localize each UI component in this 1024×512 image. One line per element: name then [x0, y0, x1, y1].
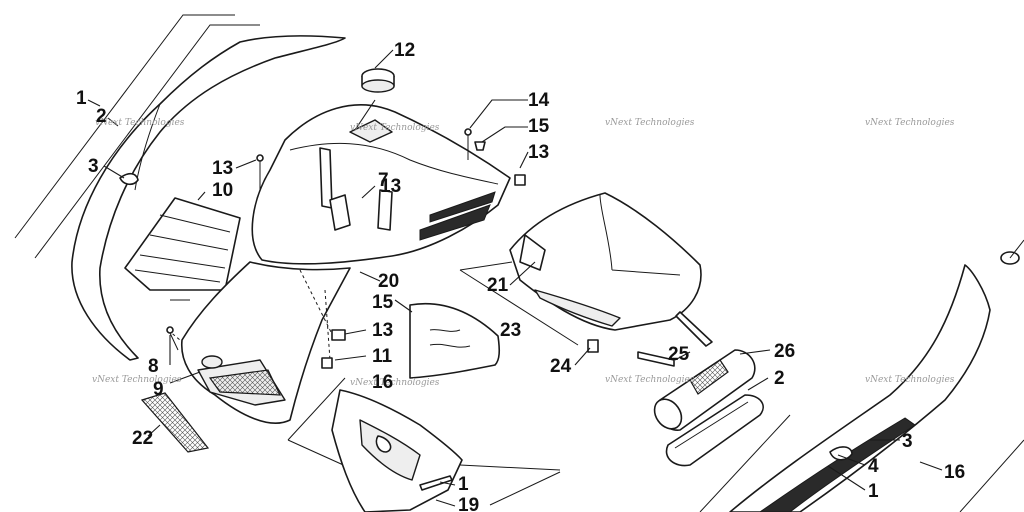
watermark-text: vNext Technologies: [350, 378, 440, 388]
callout-label: 1: [868, 481, 879, 502]
callout-label: 13: [380, 176, 401, 197]
console-tray-part: [509, 192, 702, 331]
callout-label: 12: [394, 40, 415, 61]
callout-label: 8: [148, 356, 159, 377]
fasteners: [166, 128, 599, 491]
callout-label: 15: [528, 116, 550, 137]
callout-label: 14: [528, 90, 550, 111]
watermark-text: vNext Technologies: [92, 375, 182, 385]
mesh-screen-part: [140, 392, 210, 453]
front-nose-part: [180, 261, 351, 424]
muffler-canister-part: [653, 349, 756, 431]
callout-label: 25: [668, 344, 690, 365]
callout-label: 9: [153, 379, 164, 400]
watermarks: vNext Technologies vNext Technologies vN…: [92, 118, 955, 388]
callout-label: 2: [774, 368, 785, 389]
callout-label: 4: [868, 456, 879, 477]
callout-label: 13: [372, 320, 393, 341]
watermark-text: vNext Technologies: [605, 118, 695, 128]
filler-cap-part: [361, 68, 395, 93]
callout-label: 16: [372, 372, 393, 393]
callout-label: 13: [212, 158, 233, 179]
heat-shield-part: [665, 394, 764, 467]
watermark-text: vNext Technologies: [350, 123, 440, 133]
callout-label: 3: [902, 431, 913, 452]
callout-label: 1: [76, 88, 87, 109]
callout-label: 15: [372, 292, 394, 313]
watermark-text: vNext Technologies: [865, 118, 955, 128]
callout-label: 20: [378, 271, 399, 292]
callout-label: 22: [132, 428, 153, 449]
leader-lines: [87, 49, 943, 507]
lower-bracket-part: [287, 377, 561, 512]
callout-label: 3: [88, 156, 99, 177]
callout-label: 16: [944, 462, 965, 483]
callout-labels: 1 2 3 10 12 13 13 14 15 13 7 20 15 13 11…: [76, 40, 965, 502]
support-rod-part: [637, 311, 713, 367]
left-side-panel: [14, 14, 346, 361]
hood-assembly: [251, 104, 511, 265]
callout-label: 10: [212, 180, 233, 201]
callout-label: 2: [96, 106, 107, 127]
callout-label: 1: [458, 474, 469, 495]
callout-label: 21: [487, 275, 509, 296]
bracket-lines: [459, 261, 579, 346]
callout-label: 11: [372, 346, 393, 367]
callout-label: 13: [528, 142, 549, 163]
watermark-text: vNext Technologies: [95, 118, 185, 128]
callout-label: 26: [774, 341, 795, 362]
callout-label: 23: [500, 320, 521, 341]
watermark-text: vNext Technologies: [865, 375, 955, 385]
callout-label: 7: [378, 170, 389, 191]
watermark-text: vNext Technologies: [605, 375, 695, 385]
windshield-panel-part: [409, 302, 501, 379]
callout-label: 19: [458, 495, 479, 512]
callout-label: 24: [550, 356, 572, 377]
vent-grille-part: [124, 197, 241, 301]
